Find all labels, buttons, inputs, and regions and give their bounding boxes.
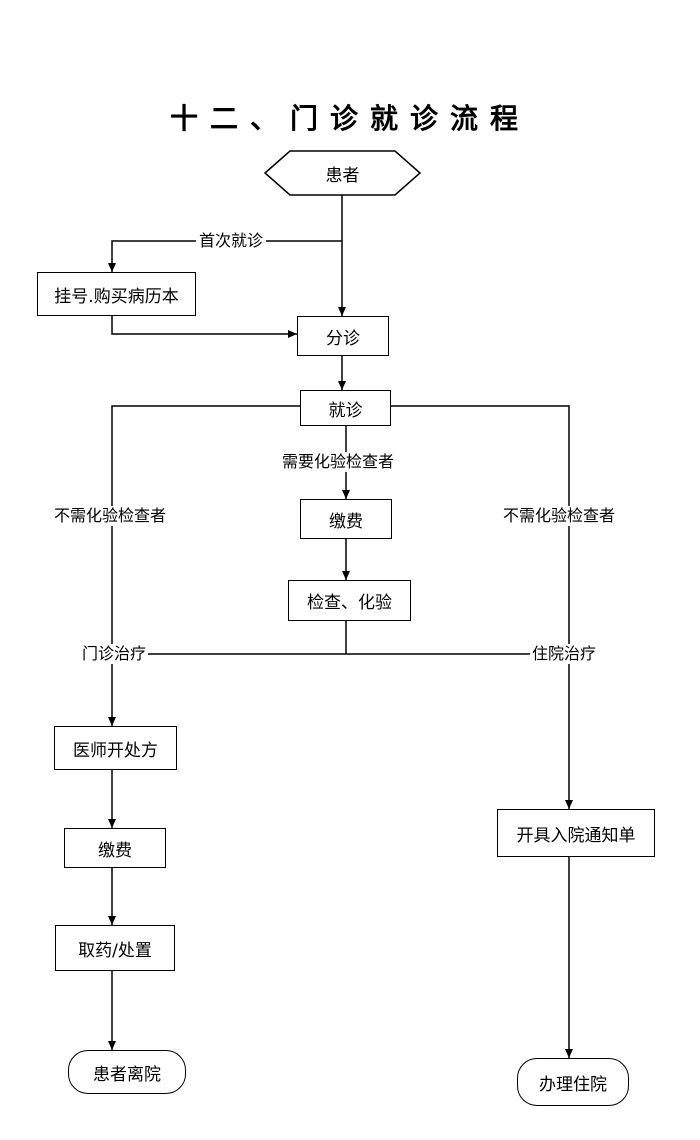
medicine-node: 取药/处置 [55,925,175,971]
no-exam-left-label: 不需化验检查者 [52,506,169,526]
edge-no-exam-left [108,405,300,726]
payment-node-exam: 缴费 [300,499,392,539]
no-exam-right-label: 不需化验检查者 [501,506,618,526]
consult-node: 就诊 [300,390,391,426]
first-visit-label: 首次就诊 [196,231,267,251]
patient-node: 患者 [325,165,360,186]
outpatient-label: 门诊治疗 [80,644,149,664]
register-node: 挂号.购买病历本 [37,272,196,316]
need-exam-label: 需要化验检查者 [280,452,397,472]
admission-notice-node: 开具入院通知单 [497,809,655,857]
leave-node: 患者离院 [68,1050,186,1094]
prescribe-node: 医师开处方 [54,726,177,770]
exam-node: 检查、化验 [288,580,411,621]
inpatient-label: 住院治疗 [530,644,599,664]
triage-node: 分诊 [297,316,389,356]
admit-node: 办理住院 [517,1058,629,1106]
payment-node-medicine: 缴费 [64,828,166,868]
page-title: 十二、门诊就诊流程 [169,102,530,135]
edge-no-exam-right [391,405,573,809]
patient-hexagon [263,150,422,196]
edge-register-triage [111,316,297,338]
